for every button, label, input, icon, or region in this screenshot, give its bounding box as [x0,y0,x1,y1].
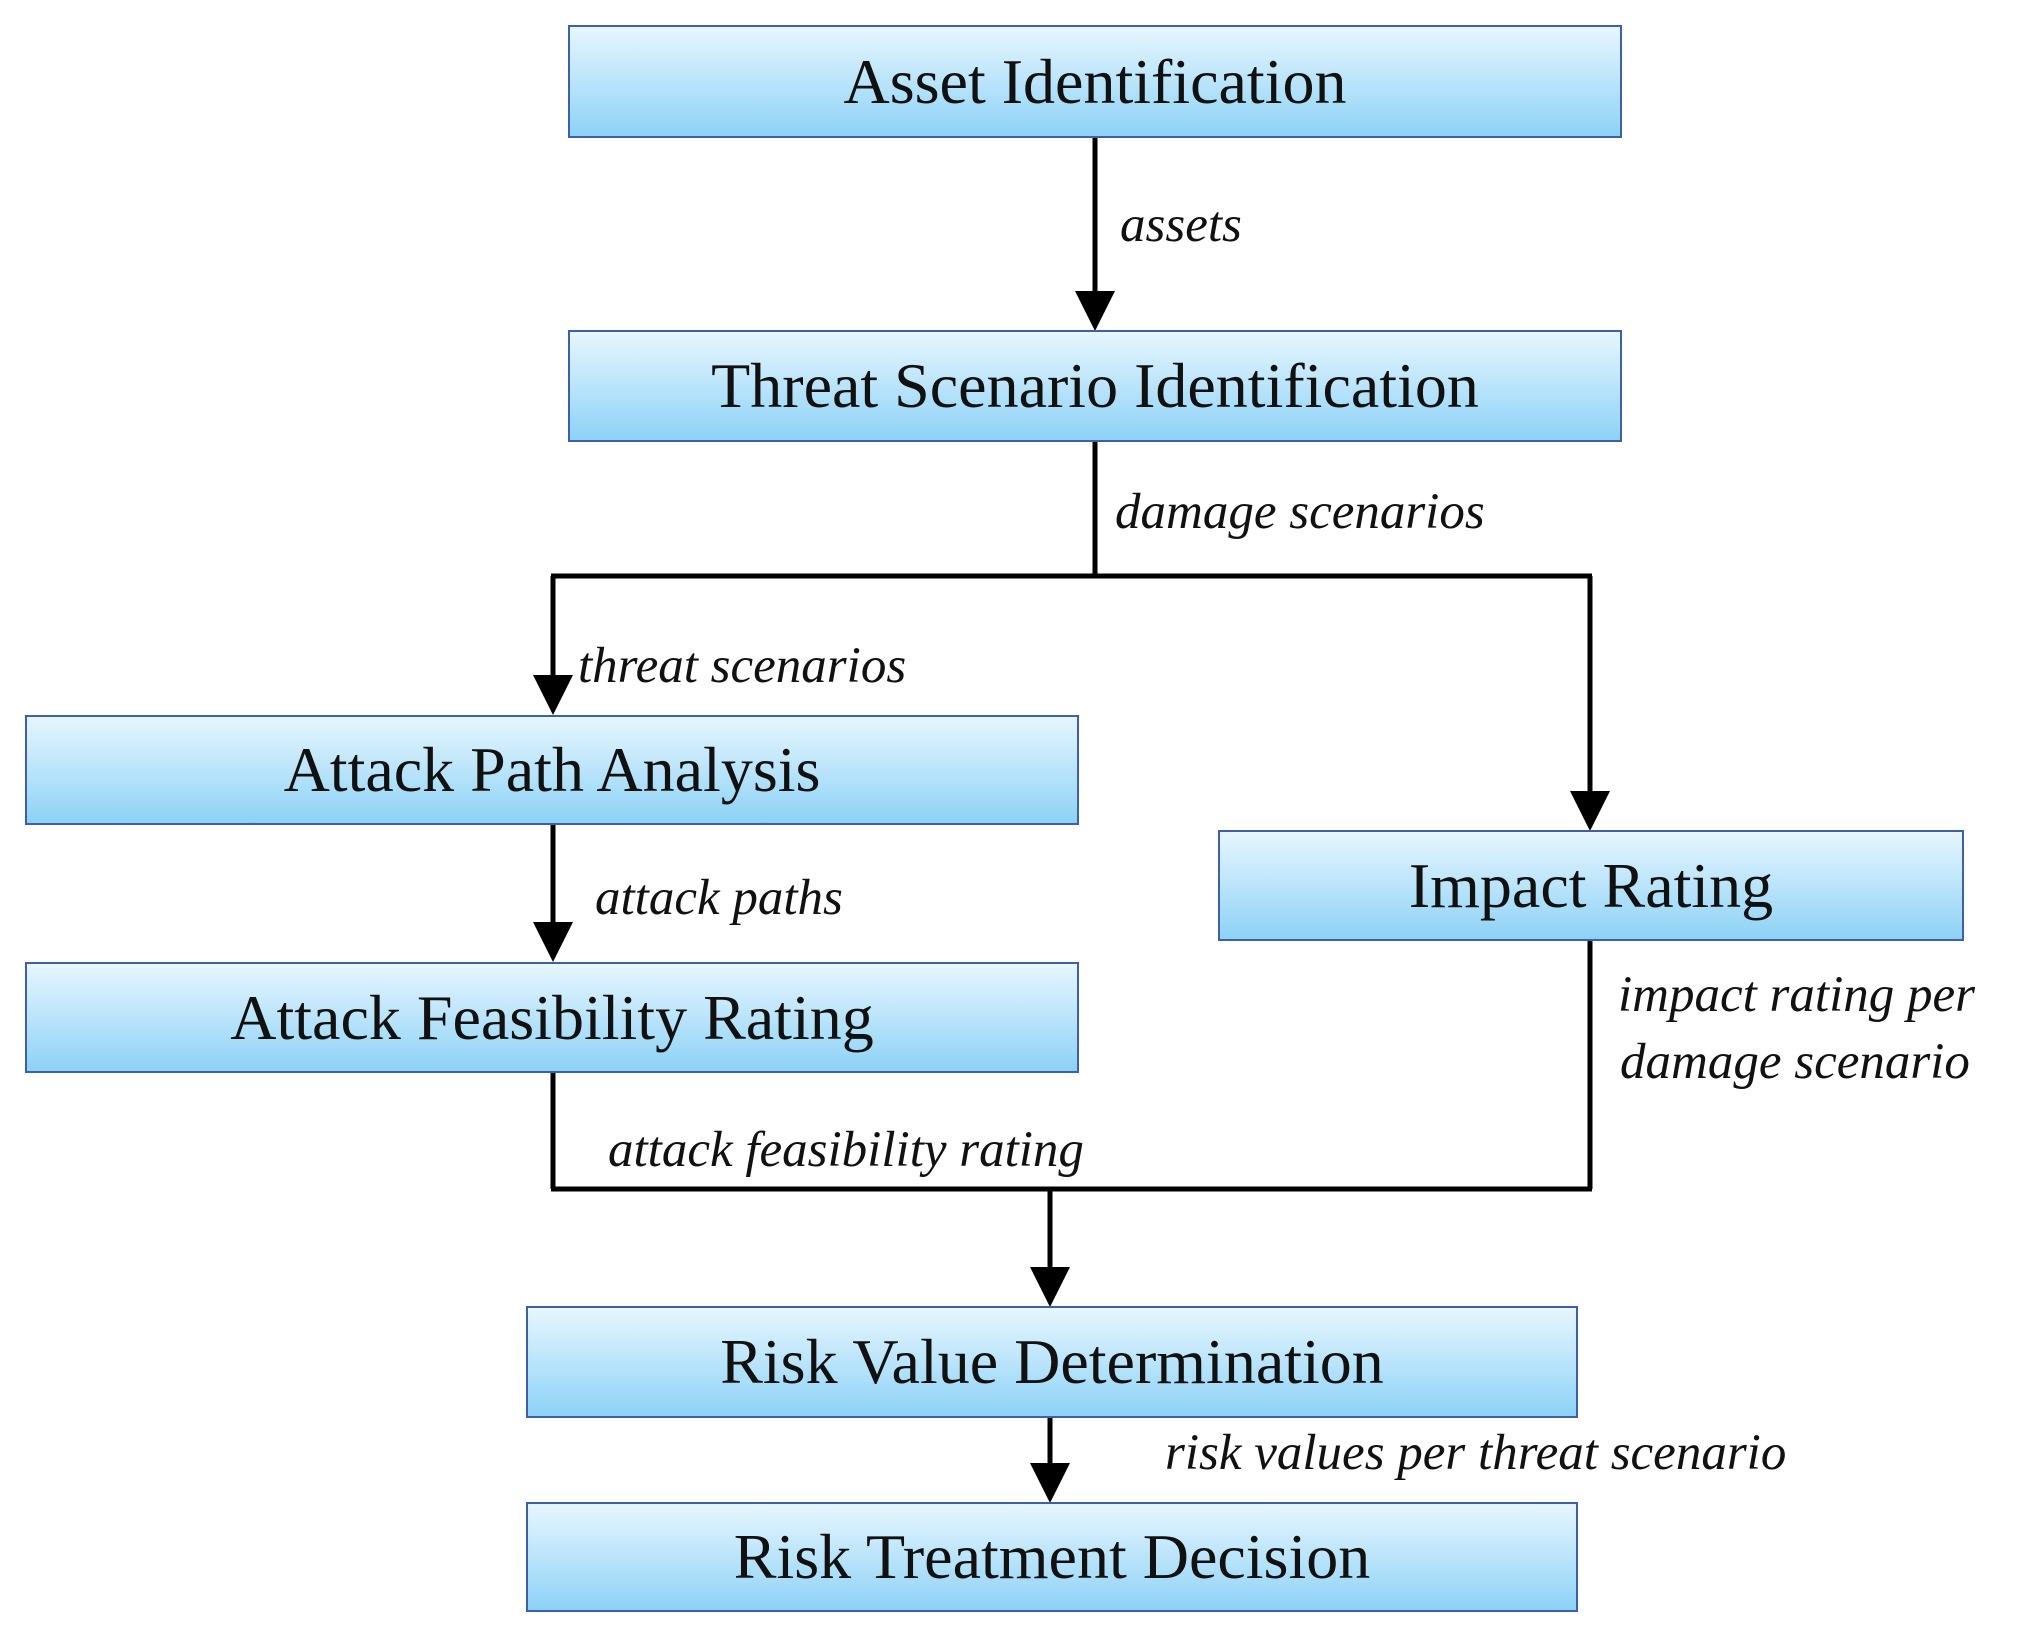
box-label: Attack Feasibility Rating [230,981,874,1053]
box-label: Risk Value Determination [720,1326,1384,1397]
box-asset-identification: Asset Identification [568,25,1622,138]
edge-label-damage-scenarios: damage scenarios [1115,484,1485,540]
edge-label-attack-paths: attack paths [595,870,843,926]
box-threat-scenario-identification: Threat Scenario Identification [568,330,1622,442]
box-label: Asset Identification [843,45,1347,117]
edge-label-attack-feasibility-rating: attack feasibility rating [608,1122,1084,1178]
box-risk-treatment-decision: Risk Treatment Decision [526,1502,1578,1612]
box-attack-feasibility-rating: Attack Feasibility Rating [25,962,1079,1073]
box-label: Risk Treatment Decision [733,1521,1371,1592]
box-label: Attack Path Analysis [283,734,821,805]
box-impact-rating: Impact Rating [1218,830,1964,941]
edge-label-assets: assets [1120,197,1242,253]
edge-label-impact-rating-line2: damage scenario [1620,1034,1970,1090]
edge-label-impact-rating-line1: impact rating per [1618,967,1975,1023]
edge-label-risk-values: risk values per threat scenario [1165,1425,1787,1481]
box-label: Impact Rating [1408,849,1774,921]
box-label: Threat Scenario Identification [711,350,1479,421]
box-attack-path-analysis: Attack Path Analysis [25,715,1079,825]
box-risk-value-determination: Risk Value Determination [526,1306,1578,1418]
edge-label-threat-scenarios: threat scenarios [578,638,907,694]
